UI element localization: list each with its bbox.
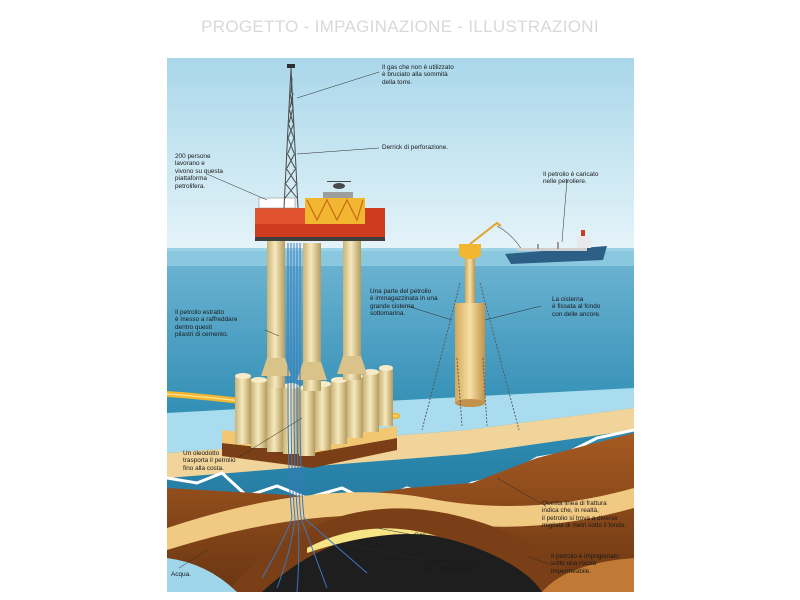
annotation-line: è fissata al fondo (552, 303, 601, 311)
annotation-line: con delle ancore. (552, 310, 601, 318)
anchor-chains (421, 282, 520, 431)
annotation-storage: Una parte del petrolio è immagazzinata i… (370, 288, 438, 318)
annotation-line: grande cisterna (370, 302, 415, 310)
helicopter (327, 181, 351, 189)
annotation-line: piattaforma (175, 175, 207, 183)
annotation-pipeline: Un oleodotto trasporta il petrolio fino … (183, 450, 236, 472)
annotation-line: della torre. (382, 78, 413, 86)
well-conductors (261, 243, 368, 592)
page-title: PROGETTO - IMPAGINAZIONE - ILLUSTRAZIONI (201, 17, 599, 36)
storage-cistern (455, 221, 502, 407)
water-layer (167, 558, 237, 592)
sand-stratum (167, 488, 634, 550)
platform-deck (255, 192, 385, 241)
annotation-line: lavorano e (175, 160, 205, 168)
annotation-line: Gas. (414, 532, 428, 539)
platform-legs (261, 238, 367, 391)
annotation-trapped: Il petrolio è imprigionato sotto una roc… (551, 553, 619, 575)
annotation-line: La cisterna (552, 296, 584, 303)
annotation-cooling: Il petrolio estratto è messo a raffredda… (175, 309, 237, 339)
annotation-gas: Gas. (414, 532, 428, 539)
annotation-line: sottomarina. (370, 310, 406, 318)
annotation-line: è immagazzinata in una (370, 295, 438, 303)
annotation-gas-burn: Il gas che non è utilizzato è bruciato a… (382, 64, 454, 86)
annotation-line: migliaia di metri sotto il fondo. (542, 522, 627, 530)
annotation-line: da numerosi pozzi. (425, 565, 479, 573)
oil-tanker (505, 230, 607, 264)
annotation-line: Il petrolio è imprigionato (551, 553, 619, 560)
annotation-cistern: La cisterna è fissata al fondo con delle… (552, 296, 601, 318)
annotation-line: il petrolio si trova a diverse (542, 514, 618, 522)
mooring-line (496, 225, 523, 251)
oil-platform-illustration (167, 58, 634, 592)
annotation-line: Il gas che non è utilizzato (382, 64, 454, 71)
annotation-water: Acqua. (171, 571, 191, 578)
annotation-people: 200 persone lavorano e vivono su questa … (175, 153, 223, 190)
annotation-line: è messo a raffreddare (175, 316, 238, 324)
annotation-line: trasporta il petrolio (183, 457, 236, 465)
annotation-line: Questa linea di frattura (542, 500, 607, 507)
annotation-line: Il petrolio è caricato (543, 171, 599, 178)
annotation-line: dentro questi (175, 323, 212, 331)
annotation-line: è bruciato alla sommità (382, 71, 448, 79)
annotation-line: indica che, in realtà, (542, 507, 599, 515)
annotation-tanker: Il petrolio è caricato nelle petroliere. (543, 171, 598, 186)
annotation-fracture: Questa linea di frattura indica che, in … (542, 500, 626, 530)
annotation-line: Il petrolio è estratto (425, 558, 480, 565)
annotation-line: sotto una roccia (551, 560, 597, 568)
annotation-wells: Il petrolio è estratto da numerosi pozzi… (425, 558, 479, 573)
annotation-line: nelle petroliere. (543, 178, 587, 186)
annotation-line: Derrick di perforazione. (382, 144, 449, 151)
concrete-cells (235, 365, 393, 456)
annotation-line: Un oleodotto (183, 450, 220, 457)
annotation-line: Acqua. (171, 571, 191, 578)
oil-dome (262, 532, 542, 592)
annotation-line: pilastri di cemento. (175, 331, 229, 339)
annotation-line: Una parte del petrolio (370, 288, 432, 295)
leader-lines (178, 71, 568, 569)
annotation-line: petrolifera. (175, 182, 206, 190)
sky (167, 58, 634, 253)
gas-pocket (307, 528, 437, 553)
annotation-line: Il petrolio estratto (175, 309, 225, 316)
annotation-line: impermeabile. (551, 567, 592, 575)
annotation-derrick: Derrick di perforazione. (382, 144, 448, 151)
annotation-line: 200 persone (175, 153, 211, 160)
annotation-line: fino alla costa. (183, 464, 224, 472)
annotation-line: vivono su questa (175, 167, 223, 175)
